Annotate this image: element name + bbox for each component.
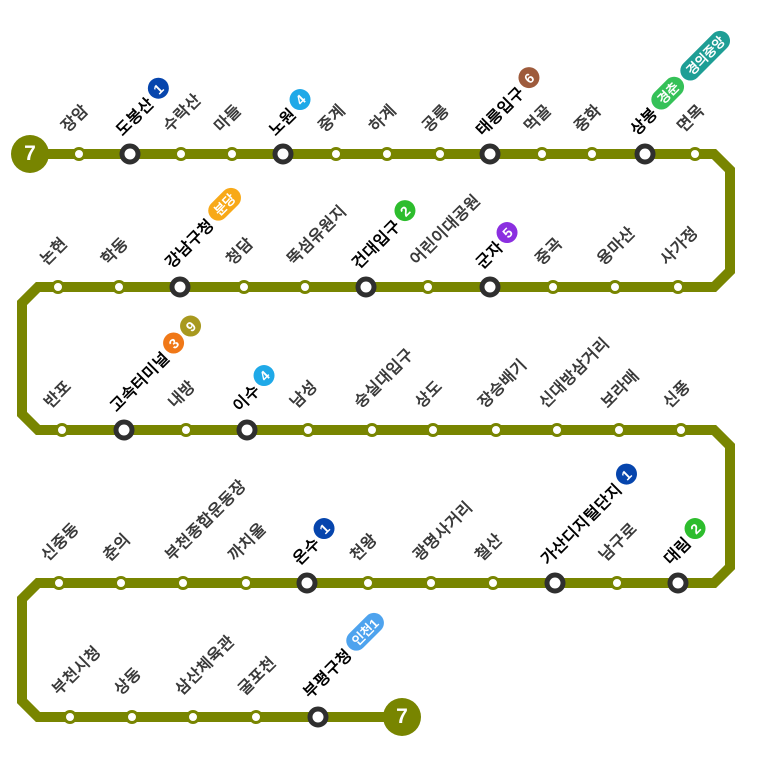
station-marker	[361, 576, 375, 590]
station-marker	[329, 147, 343, 161]
transfer-station-marker	[169, 276, 191, 298]
transfer-station-marker	[667, 572, 689, 594]
station-marker	[674, 423, 688, 437]
station-marker	[535, 147, 549, 161]
station-marker	[298, 280, 312, 294]
station-marker	[112, 280, 126, 294]
station-marker	[424, 576, 438, 590]
station-marker	[237, 280, 251, 294]
transfer-station-marker	[307, 706, 329, 728]
station-marker	[55, 423, 69, 437]
station-marker	[608, 280, 622, 294]
transfer-station-marker	[272, 143, 294, 165]
station-marker	[225, 147, 239, 161]
transfer-station-marker	[113, 419, 135, 441]
station-marker	[114, 576, 128, 590]
station-marker	[125, 710, 139, 724]
station-marker	[186, 710, 200, 724]
station-marker	[380, 147, 394, 161]
station-marker	[421, 280, 435, 294]
station-marker	[612, 423, 626, 437]
station-marker	[176, 576, 190, 590]
station-marker	[72, 147, 86, 161]
station-marker	[239, 576, 253, 590]
transfer-station-marker	[119, 143, 141, 165]
station-marker	[489, 423, 503, 437]
line-terminal-badge: 7	[11, 135, 49, 173]
station-marker	[585, 147, 599, 161]
station-marker	[179, 423, 193, 437]
station-marker	[433, 147, 447, 161]
line-terminal-badge: 7	[383, 698, 421, 736]
transfer-station-marker	[544, 572, 566, 594]
station-marker	[546, 280, 560, 294]
station-marker	[301, 423, 315, 437]
transfer-station-marker	[355, 276, 377, 298]
station-marker	[63, 710, 77, 724]
station-marker	[52, 576, 66, 590]
station-marker	[51, 280, 65, 294]
station-marker	[426, 423, 440, 437]
station-marker	[174, 147, 188, 161]
transfer-station-marker	[634, 143, 656, 165]
transfer-station-marker	[296, 572, 318, 594]
station-marker	[249, 710, 263, 724]
station-marker	[688, 147, 702, 161]
station-marker	[550, 423, 564, 437]
station-marker	[610, 576, 624, 590]
transfer-station-marker	[479, 276, 501, 298]
station-marker	[671, 280, 685, 294]
transfer-station-marker	[236, 419, 258, 441]
station-marker	[365, 423, 379, 437]
station-marker	[486, 576, 500, 590]
transfer-station-marker	[479, 143, 501, 165]
